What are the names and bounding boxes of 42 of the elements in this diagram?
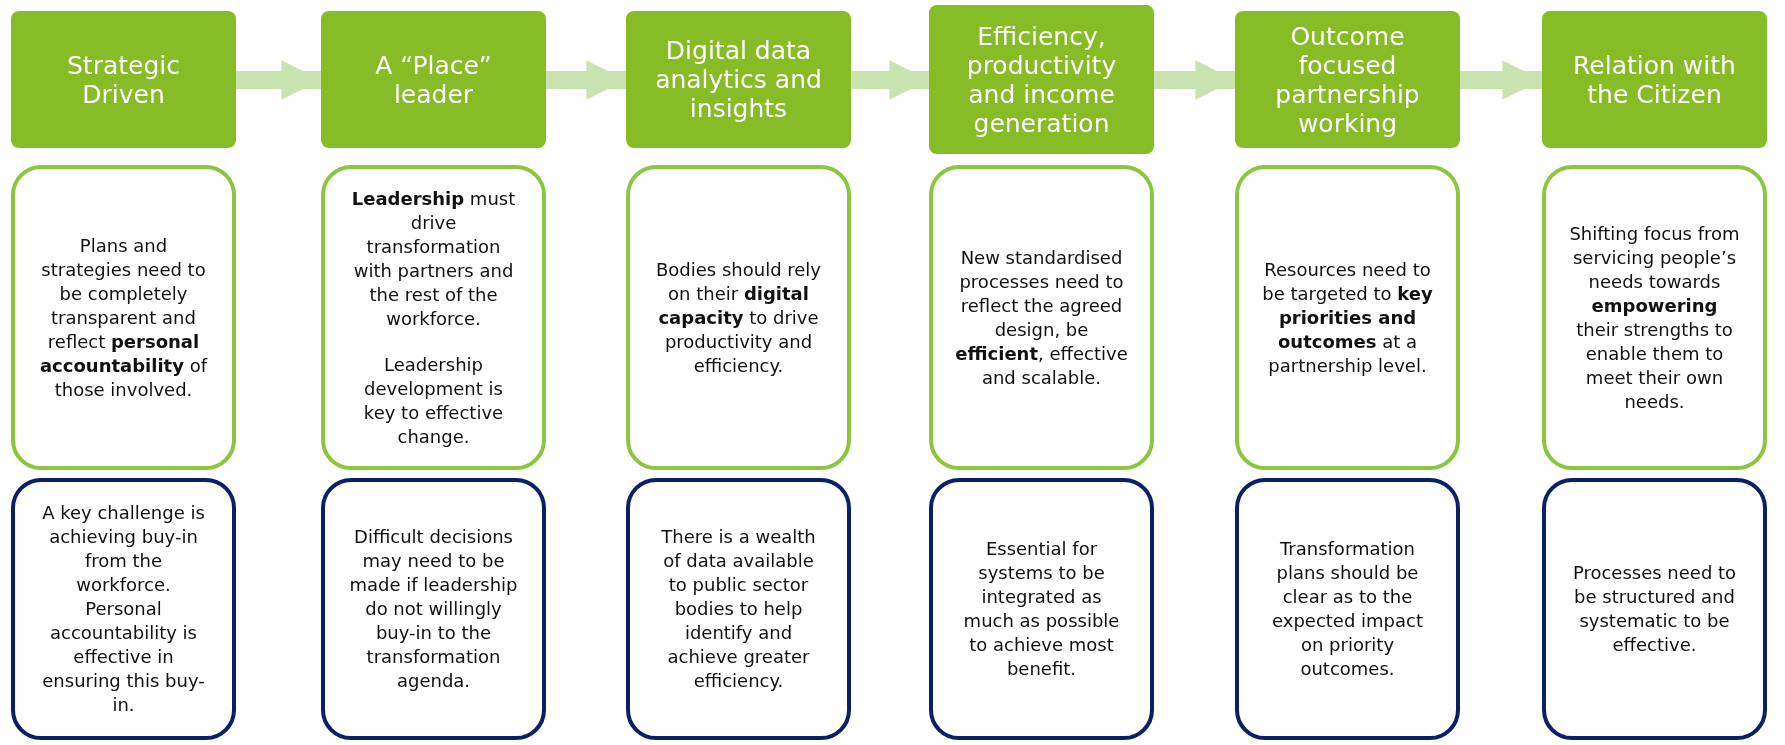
card-text: Transformation plans should be clear as to the expected impact on priority outcomes. <box>1271 537 1424 681</box>
text-card <box>929 478 1154 740</box>
card-text: Plans and strategies need to be completely transparent and reflect personal accountability of those involved. <box>38 233 209 402</box>
card-text: Leadership must drive transformation with partners and the rest of the workforce. <box>350 186 517 331</box>
header-box <box>929 5 1154 154</box>
header-box <box>11 11 236 148</box>
arrow <box>236 60 321 100</box>
text-card <box>321 478 546 740</box>
header-box <box>626 11 851 148</box>
text-card <box>1542 478 1767 740</box>
card-text: Processes need to be structured and systematic to be effective. <box>1571 561 1738 657</box>
card-text: Shifting focus from servicing people’s needs towards empowering their strengths to enable them to meet their own needs. <box>1568 221 1741 414</box>
text-card <box>321 165 546 470</box>
text-card <box>626 165 851 470</box>
card-text: Leadership development is key to effective change. <box>362 352 505 449</box>
card-text: There is a wealth of data available to public sector bodies to help identify and achieve greater efficiency. <box>660 525 817 693</box>
text-card <box>1235 165 1460 470</box>
text-card <box>1235 478 1460 740</box>
card-text: New standardised processes need to reflect the agreed design, be efficient, effective and scalable. <box>955 245 1128 390</box>
header-box <box>1542 11 1767 148</box>
text-card <box>11 165 236 470</box>
arrow <box>1154 60 1235 100</box>
text-card <box>1542 165 1767 470</box>
arrow <box>851 60 929 100</box>
header-title: A “Place” leader <box>374 50 493 109</box>
arrow <box>546 60 626 100</box>
header-box <box>321 11 546 148</box>
card-text: Resources need to be targeted to key priorities and outcomes at a partnership level. <box>1261 257 1434 378</box>
card-text: Difficult decisions may need to be made if leadership do not willingly buy-in to the transformation agenda. <box>348 525 519 693</box>
text-card <box>11 478 236 740</box>
header-title: Strategic Driven <box>66 50 181 109</box>
text-card <box>626 478 851 740</box>
header-box <box>1235 11 1460 148</box>
arrow <box>1460 60 1542 100</box>
header-title: Digital data analytics and insights <box>654 36 823 123</box>
text-card <box>929 165 1154 470</box>
header-title: Efficiency, productivity and income generation <box>965 21 1118 138</box>
header-title: Outcome focused partnership working <box>1274 21 1421 138</box>
card-text: Bodies should rely on their digital capacity to drive productivity and efficiency. <box>654 257 823 378</box>
card-text: A key challenge is achieving buy-in from the workforce. Personal accountability is effective in ensuring this buy-in. <box>41 501 206 717</box>
header-title: Relation with the Citizen <box>1572 50 1737 109</box>
card-text: Essential for systems to be integrated as much as possible to achieve most benefit. <box>962 537 1121 681</box>
